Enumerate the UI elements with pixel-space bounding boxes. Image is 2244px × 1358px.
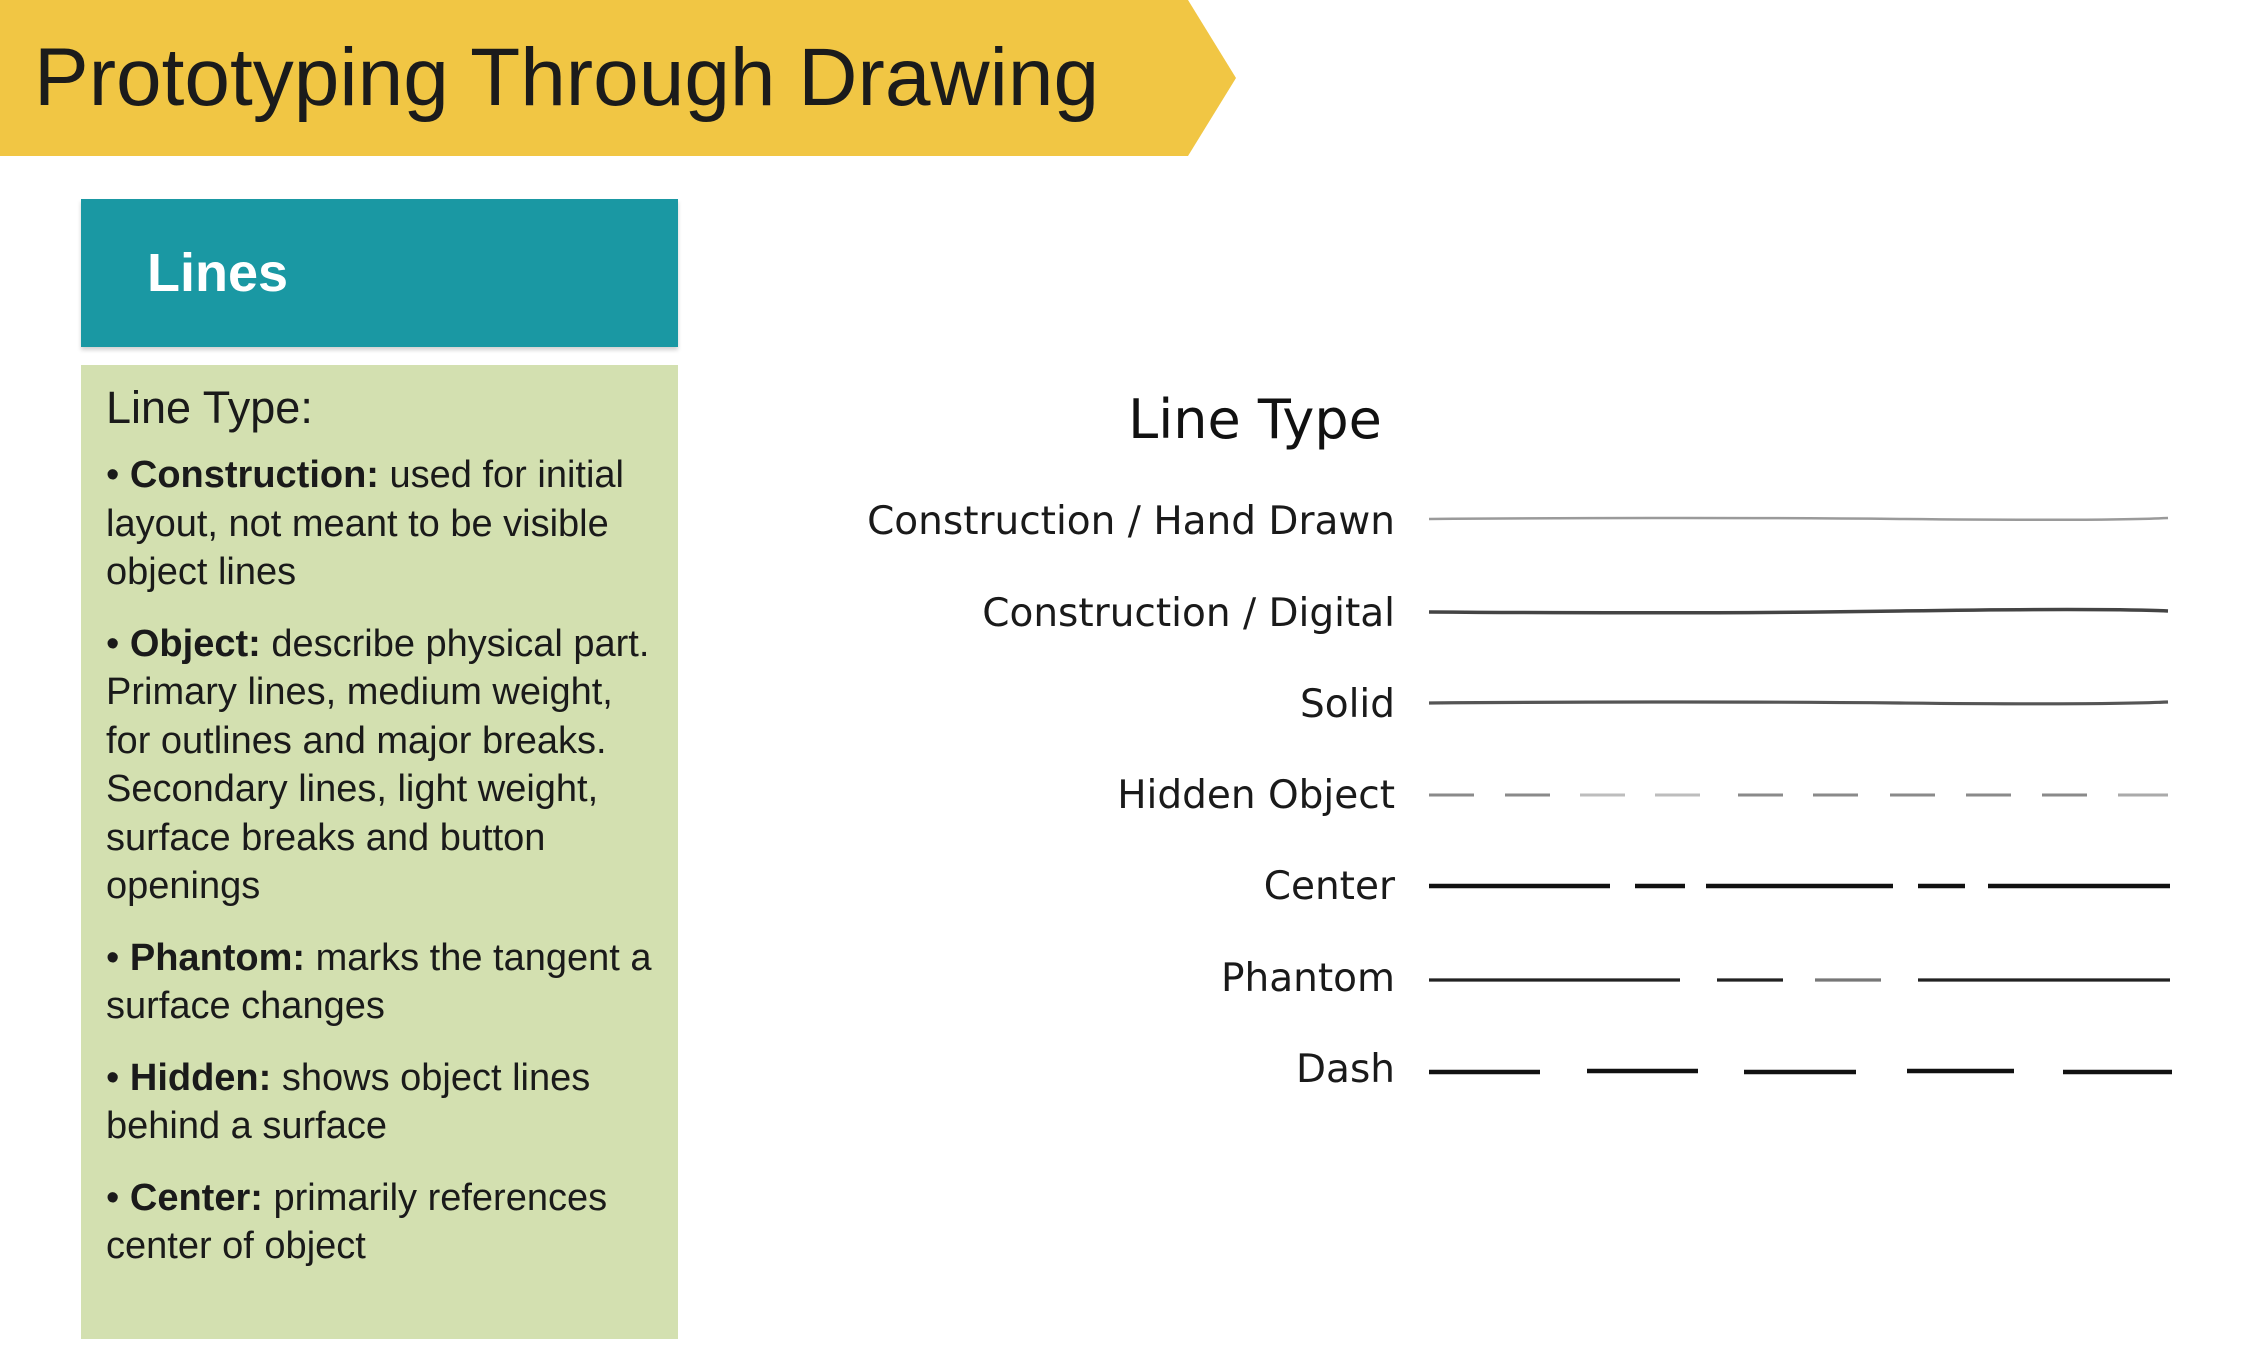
line-sample-solid [1428,700,2169,706]
line-sample-construction-digital [1428,607,2169,615]
line-sample-dash [1429,1068,2172,1075]
panel-heading: Line Type: [106,382,313,433]
bullet-term: Phantom: [129,936,306,979]
bullet-term: Construction: [129,454,379,496]
section-title: Lines [147,243,289,303]
line-sample-construction-hand [1428,516,2169,522]
bullet-text: marks the tangent a surface changes [106,936,652,1028]
bullet-object: • Object: describe physical part. Primar… [106,622,650,908]
bullet-text: describe physical part. Primary lines, m… [106,622,650,908]
bullet-phantom: • Phantom: marks the tangent a surface c… [106,936,652,1028]
bullet-hidden: • Hidden: shows object lines behind a su… [106,1056,591,1148]
diagram-title: Line Type [1128,388,1382,451]
line-label-dash: Dash [1296,1047,1395,1092]
line-label-phantom: Phantom [1221,956,1395,1001]
section-header: Lines [81,199,678,347]
bullet-text: used for initial layout, not meant to be… [106,454,624,593]
bullet-construction: • Construction: used for initial layout,… [106,454,624,593]
title-banner: Prototyping Through Drawing [0,0,1236,156]
bullet-text: shows object lines behind a surface [106,1056,591,1148]
bullet-center: • Center: primarily references center of… [106,1176,608,1268]
line-label-construction-hand: Construction / Hand Drawn [867,499,1395,544]
bullet-term: Center: [129,1176,263,1219]
line-label-center: Center [1263,864,1395,909]
bullet-text: primarily references center of object [106,1176,608,1268]
banner-arrow-shape [0,0,1236,156]
line-label-hidden-object: Hidden Object [1117,773,1395,818]
page-title: Prototyping Through Drawing [34,32,1100,123]
line-label-construction-digital: Construction / Digital [982,591,1395,636]
bullet-term: Hidden: [129,1056,272,1099]
line-type-panel: Line Type: • Construction: used for init… [81,365,678,1339]
line-label-solid: Solid [1299,682,1395,727]
bullet-term: Object: [129,622,261,665]
